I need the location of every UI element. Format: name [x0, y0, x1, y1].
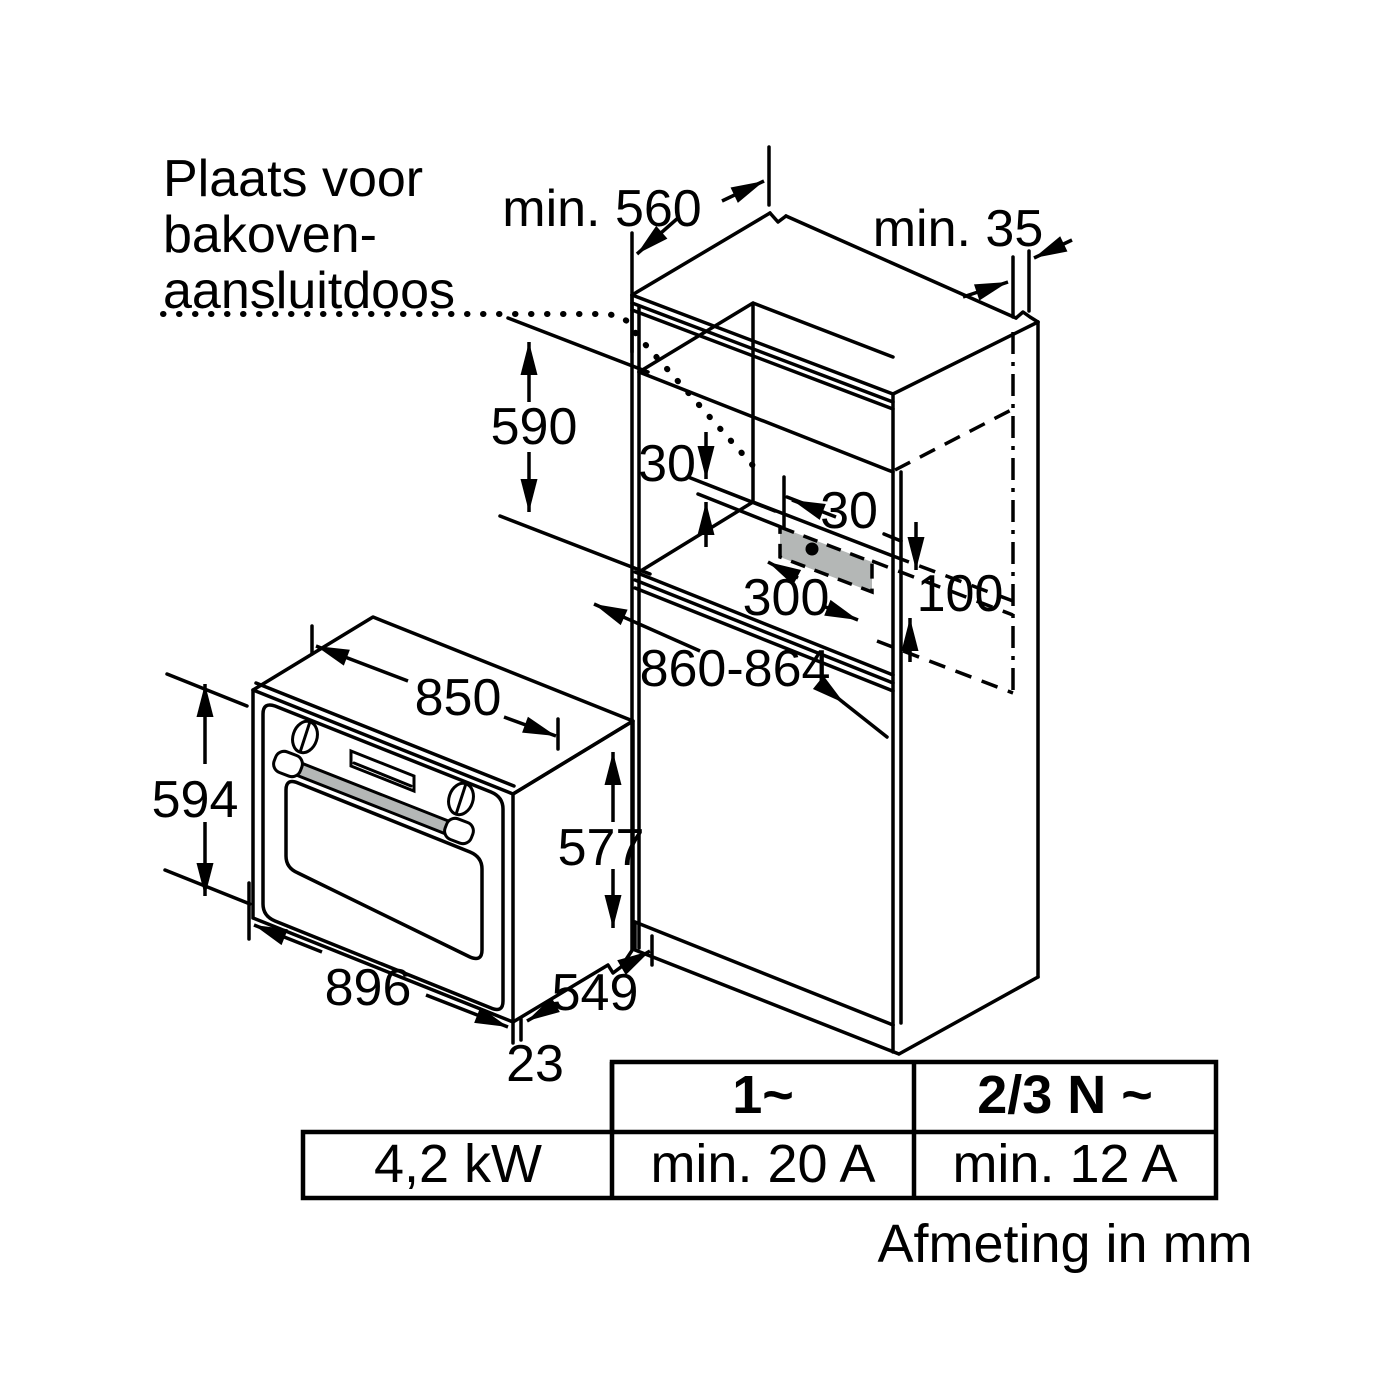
connection-point-dot: [805, 542, 819, 556]
oven-handle-cap-left: [272, 749, 304, 779]
dim-niche-width-line-left: [593, 602, 701, 653]
footer-note: Afmeting in mm: [877, 1214, 1252, 1274]
cabinet-front-right-edge: [891, 392, 903, 1027]
dim-rear-gap-arrow-left: [962, 280, 1009, 301]
oven-knob-right: [447, 781, 475, 817]
zone-top-hidden-line: [871, 559, 1014, 617]
note-label-line2: bakoven-: [163, 206, 377, 264]
oven-door-handle: [272, 749, 475, 846]
note-leader-dotted-line: [160, 311, 759, 472]
dim-oven-front-width-label: 896: [325, 959, 412, 1017]
dim-oven-front-width-arrow-right: [425, 993, 509, 1029]
oven-knob-left: [291, 719, 319, 755]
connection-box-zone: [778, 524, 874, 595]
dim-box-width-label: 300: [743, 569, 830, 627]
oven-front-face-edges: [251, 688, 515, 1024]
cabinet-back-left-notch: [768, 211, 788, 224]
niche-floor-hidden-line: [892, 554, 1014, 603]
dim-oven-top-width-ticks: [310, 624, 560, 751]
dim-depth-arrow-right: [721, 179, 765, 203]
table-header-1ph: 1~: [732, 1065, 794, 1125]
dim-oven-depth-arrow-right: [617, 949, 651, 975]
oven-display: [349, 748, 416, 794]
dim-oven-top-width-arrow-right: [503, 715, 557, 738]
dim-oven-body-height-label: 577: [558, 819, 645, 877]
niche-top-edge: [637, 370, 895, 474]
dim-niche-height-ext-lines: [498, 316, 652, 576]
note-label-line3: aansluitdoos: [163, 262, 455, 320]
table-cell-fuse-1ph: min. 20 A: [650, 1134, 875, 1194]
cabinet-back-right-notch: [1014, 310, 1040, 324]
table-header-23n: 2/3 N ~: [977, 1065, 1153, 1125]
dim-oven-front-width-arrow-left: [253, 923, 323, 954]
oven-door-window: [284, 779, 484, 961]
dim-box-top-offset-lines: [686, 475, 783, 529]
niche-interior-edges: [637, 301, 895, 574]
dim-depth-label: min. 560: [502, 180, 701, 238]
dim-box-center-offset-arrow: [791, 498, 837, 520]
dim-box-bottom-offset-label: 100: [917, 565, 1004, 623]
dim-oven-top-width-label: 850: [415, 669, 502, 727]
dim-door-thickness-ticks: [511, 1017, 523, 1045]
cabinet-top-front-edge: [630, 293, 895, 411]
dim-niche-width-line-ext: [842, 701, 889, 739]
note-label-line1: Plaats voor: [163, 150, 423, 208]
dim-box-top-offset-label: 30: [638, 435, 696, 493]
dim-depth-arrow-left: [635, 216, 680, 256]
dim-depth-ext-lines: [630, 145, 771, 354]
niche-top-hidden-line: [894, 407, 1014, 472]
dim-box-width-arrow-right: [822, 599, 859, 622]
dim-oven-depth-label: 549: [552, 964, 639, 1022]
connection-box-area: [778, 524, 874, 595]
niche-bottom-shelf-edge: [633, 570, 895, 693]
dim-oven-depth-arrow-left: [526, 997, 560, 1023]
cabinet-top-back-edge: [784, 214, 1018, 320]
dim-niche-width-label: 860-864: [640, 640, 831, 698]
dim-box-width-arrow-left: [767, 560, 802, 586]
dim-oven-top-width-arrow-left: [315, 644, 409, 683]
oven-drawing: [163, 615, 654, 1045]
dim-oven-height-label: 594: [152, 771, 239, 829]
oven-handle-cap-right: [443, 816, 475, 846]
dim-rear-gap-ticks: [1011, 249, 1031, 319]
dim-niche-width-line-right: [812, 675, 846, 705]
table-cell-fuse-23n: min. 12 A: [952, 1134, 1177, 1194]
cabinet-side-top-edge: [891, 320, 1040, 396]
table-cell-power: 4,2 kW: [374, 1134, 542, 1194]
lower-door-bottom-edge: [633, 920, 895, 1027]
dim-rear-gap-arrow-right: [1033, 236, 1073, 260]
dim-box-center-offset-label: 30: [820, 482, 878, 540]
cabinet-drawing: [498, 145, 1073, 1056]
cabinet-top-depth-edge: [630, 211, 772, 297]
spec-table-inner-borders: [609, 1062, 1216, 1198]
dim-niche-height-label: 590: [491, 398, 578, 456]
spec-table: 1~ 2/3 N ~ 4,2 kW min. 20 A min. 12 A: [300, 1059, 1219, 1201]
zone-bottom-hidden-line: [876, 639, 1014, 695]
dim-rear-gap-label: min. 35: [873, 200, 1044, 258]
dim-door-thickness-label: 23: [506, 1035, 564, 1093]
cabinet-base: [633, 920, 1040, 1056]
